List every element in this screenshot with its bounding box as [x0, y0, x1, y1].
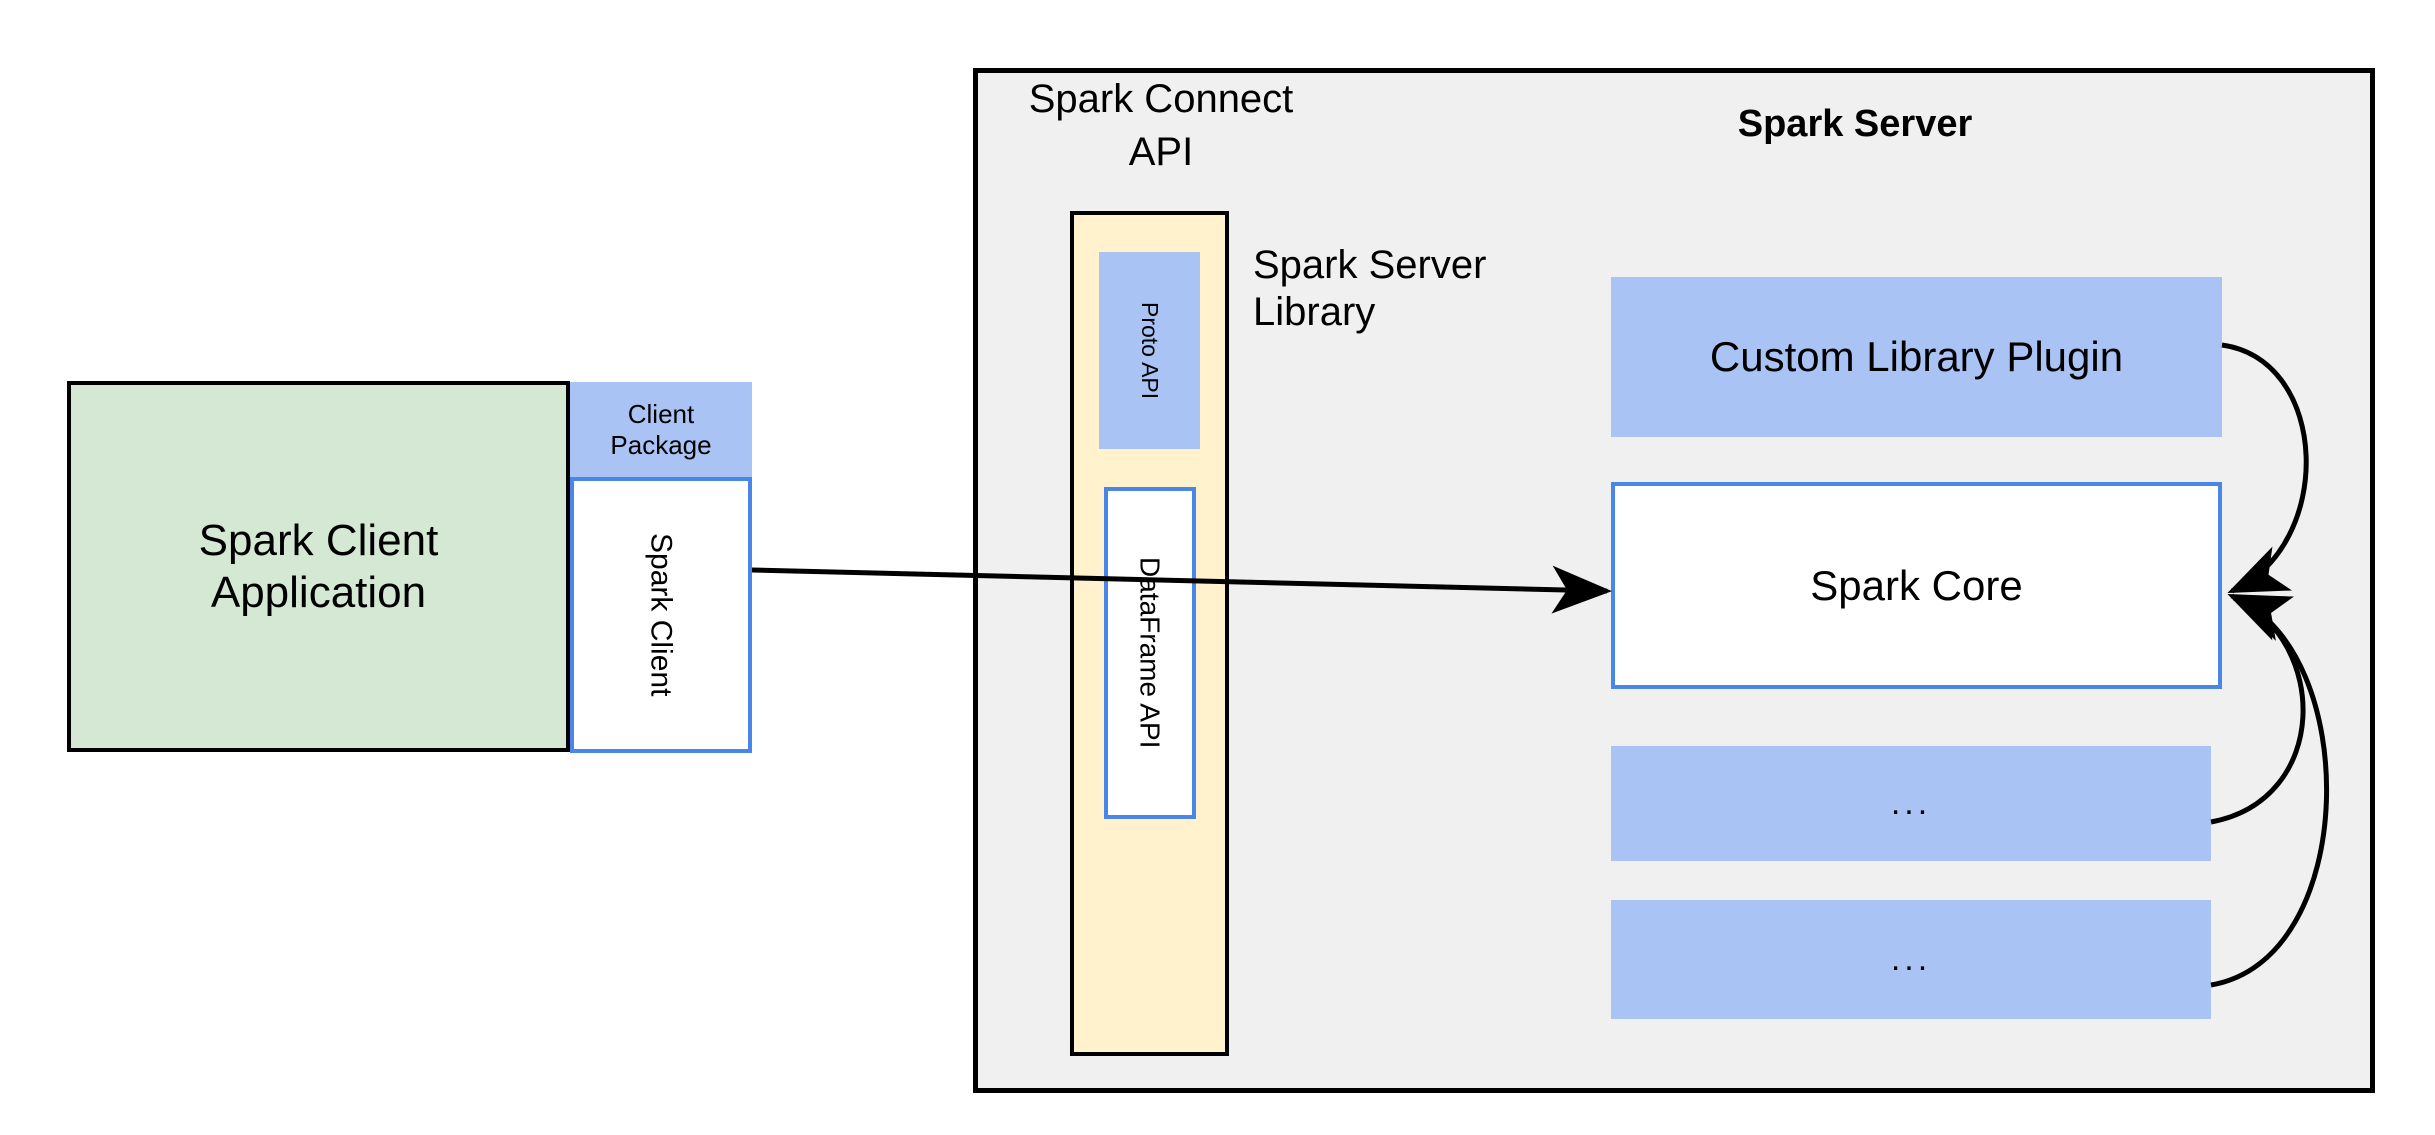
- custom-library-plugin-label: Custom Library Plugin: [1709, 333, 2124, 381]
- spark-core-label: Spark Core: [1810, 561, 2023, 609]
- spark-core-box[interactable]: Spark Core: [1611, 482, 2222, 689]
- spark-client-label: Spark Client: [644, 533, 678, 697]
- client-package-line-1: Client: [627, 399, 695, 430]
- spark-client-application-box[interactable]: Spark Client Application: [67, 381, 570, 752]
- client-package-box[interactable]: Client Package: [570, 382, 752, 478]
- server-block-ellipsis-2[interactable]: ...: [1611, 900, 2211, 1019]
- proto-api-label: Proto API: [1137, 301, 1164, 400]
- server-block-ellipsis-2-label: ...: [1890, 940, 1932, 979]
- dataframe-api-box[interactable]: DataFrame API: [1104, 487, 1196, 819]
- connect-api-line-2: API: [1128, 130, 1194, 175]
- proto-api-box[interactable]: Proto API: [1099, 252, 1200, 449]
- spark-server-title: Spark Server: [1737, 102, 1973, 145]
- server-block-ellipsis-1-label: ...: [1890, 784, 1932, 823]
- server-block-ellipsis-1[interactable]: ...: [1611, 746, 2211, 861]
- spark-client-application-label: Spark Client Application: [189, 515, 449, 619]
- server-library-line-2: Library: [1253, 290, 1376, 335]
- client-package-label: Client Package: [610, 399, 711, 460]
- spark-connect-api-caption: Spark Connect API: [1016, 70, 1306, 180]
- spark-server-library-caption: Spark Server Library: [1253, 242, 1583, 352]
- spark-client-box[interactable]: Spark Client: [570, 477, 752, 753]
- client-package-line-2: Package: [610, 430, 712, 460]
- dataframe-api-label: DataFrame API: [1134, 557, 1166, 749]
- custom-library-plugin-box[interactable]: Custom Library Plugin: [1611, 277, 2222, 437]
- connect-api-line-1: Spark Connect: [1028, 77, 1294, 121]
- client-app-line-2: Application: [210, 567, 427, 617]
- server-library-line-1: Spark Server: [1253, 243, 1487, 287]
- client-app-line-1: Spark Client: [198, 515, 439, 565]
